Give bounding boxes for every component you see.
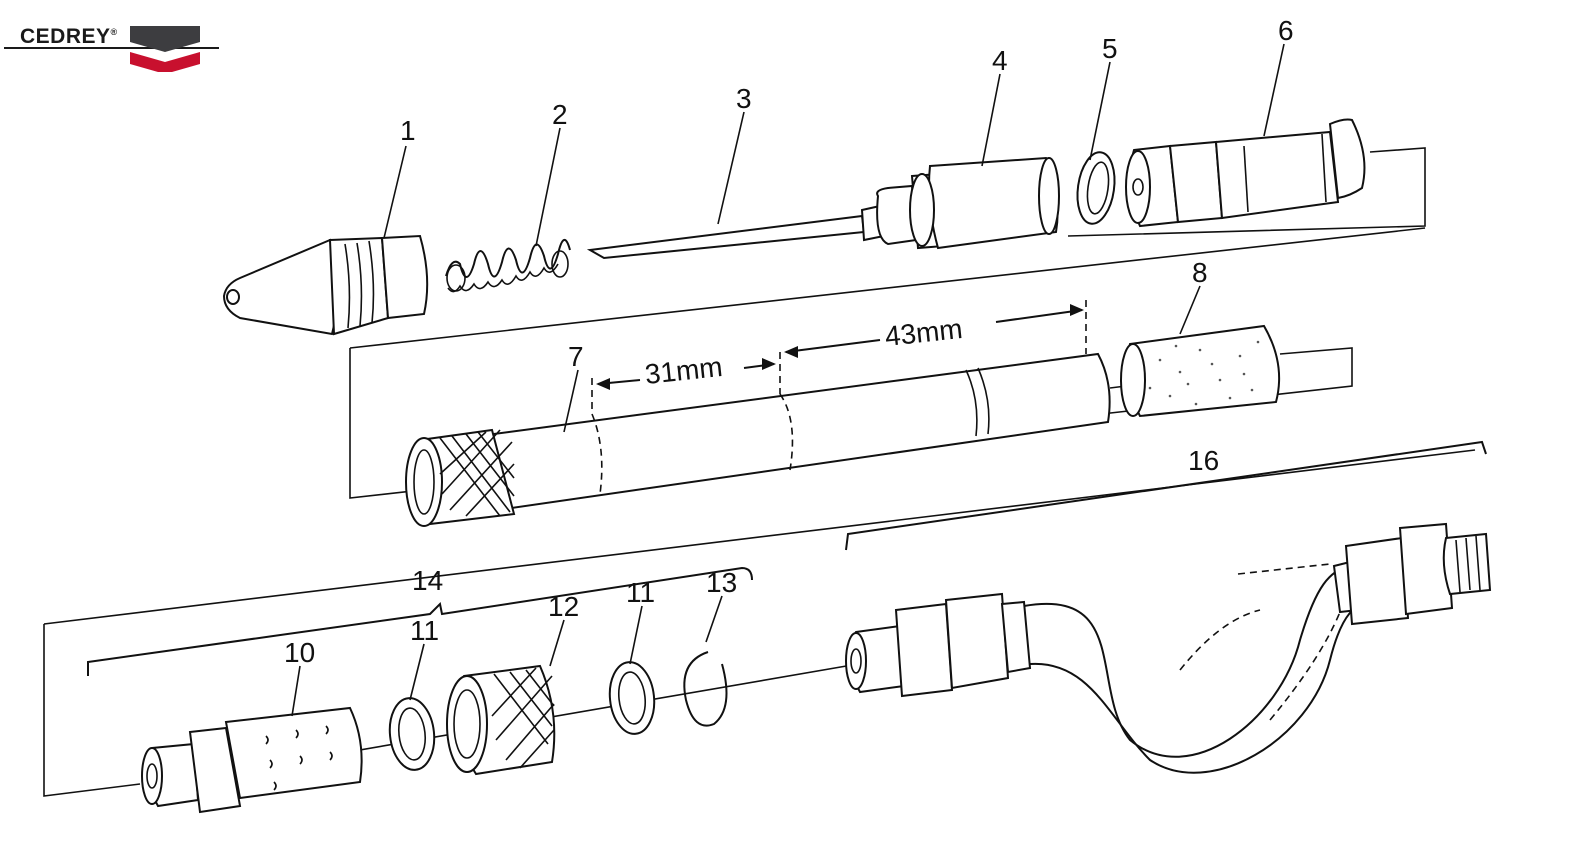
callout-2: 2 <box>552 99 568 130</box>
part-1-nozzle <box>222 234 429 336</box>
callout-7: 7 <box>568 341 584 372</box>
callout-16: 16 <box>1188 445 1219 476</box>
part-10-inlet-fitting <box>141 706 363 814</box>
part-2-spring <box>445 239 571 293</box>
brand-emblem <box>4 26 219 72</box>
part-11-oring-a <box>388 697 436 771</box>
callout-3: 3 <box>736 83 752 114</box>
callout-13: 13 <box>706 567 737 598</box>
callout-1: 1 <box>400 115 416 146</box>
callout-leaders <box>291 43 1285 717</box>
bracket-16 <box>845 440 1487 551</box>
part-8-filter <box>1120 324 1281 418</box>
part-13-snap-ring <box>683 651 728 727</box>
part-7-tube <box>405 300 1111 527</box>
part-3-needle <box>586 204 886 260</box>
callout-6: 6 <box>1278 15 1294 46</box>
brand-logo: CEDREY® <box>4 22 224 72</box>
dimension-43mm: 43mm <box>883 313 964 352</box>
callout-4: 4 <box>992 45 1008 76</box>
part-16-hose-assembly <box>845 522 1492 774</box>
callout-11-a: 11 <box>410 615 439 646</box>
callout-14: 14 <box>412 565 443 596</box>
dimension-lines <box>596 304 1084 390</box>
part-12-knurled-nut <box>446 664 556 776</box>
part-5-washer <box>1076 151 1116 225</box>
bracket-14 <box>87 566 753 676</box>
part-11-oring-b <box>608 661 656 735</box>
callout-5: 5 <box>1102 33 1118 64</box>
brand-name: CEDREY® <box>20 25 118 48</box>
part-6-valve-body <box>1125 118 1366 228</box>
callout-10: 10 <box>284 637 315 668</box>
dimension-31mm: 31mm <box>643 351 724 390</box>
callout-11-b: 11 <box>626 577 655 608</box>
callout-12: 12 <box>548 591 579 622</box>
callout-8: 8 <box>1192 257 1208 288</box>
frame-top <box>349 147 1426 349</box>
part-4-sleeve <box>876 156 1060 250</box>
